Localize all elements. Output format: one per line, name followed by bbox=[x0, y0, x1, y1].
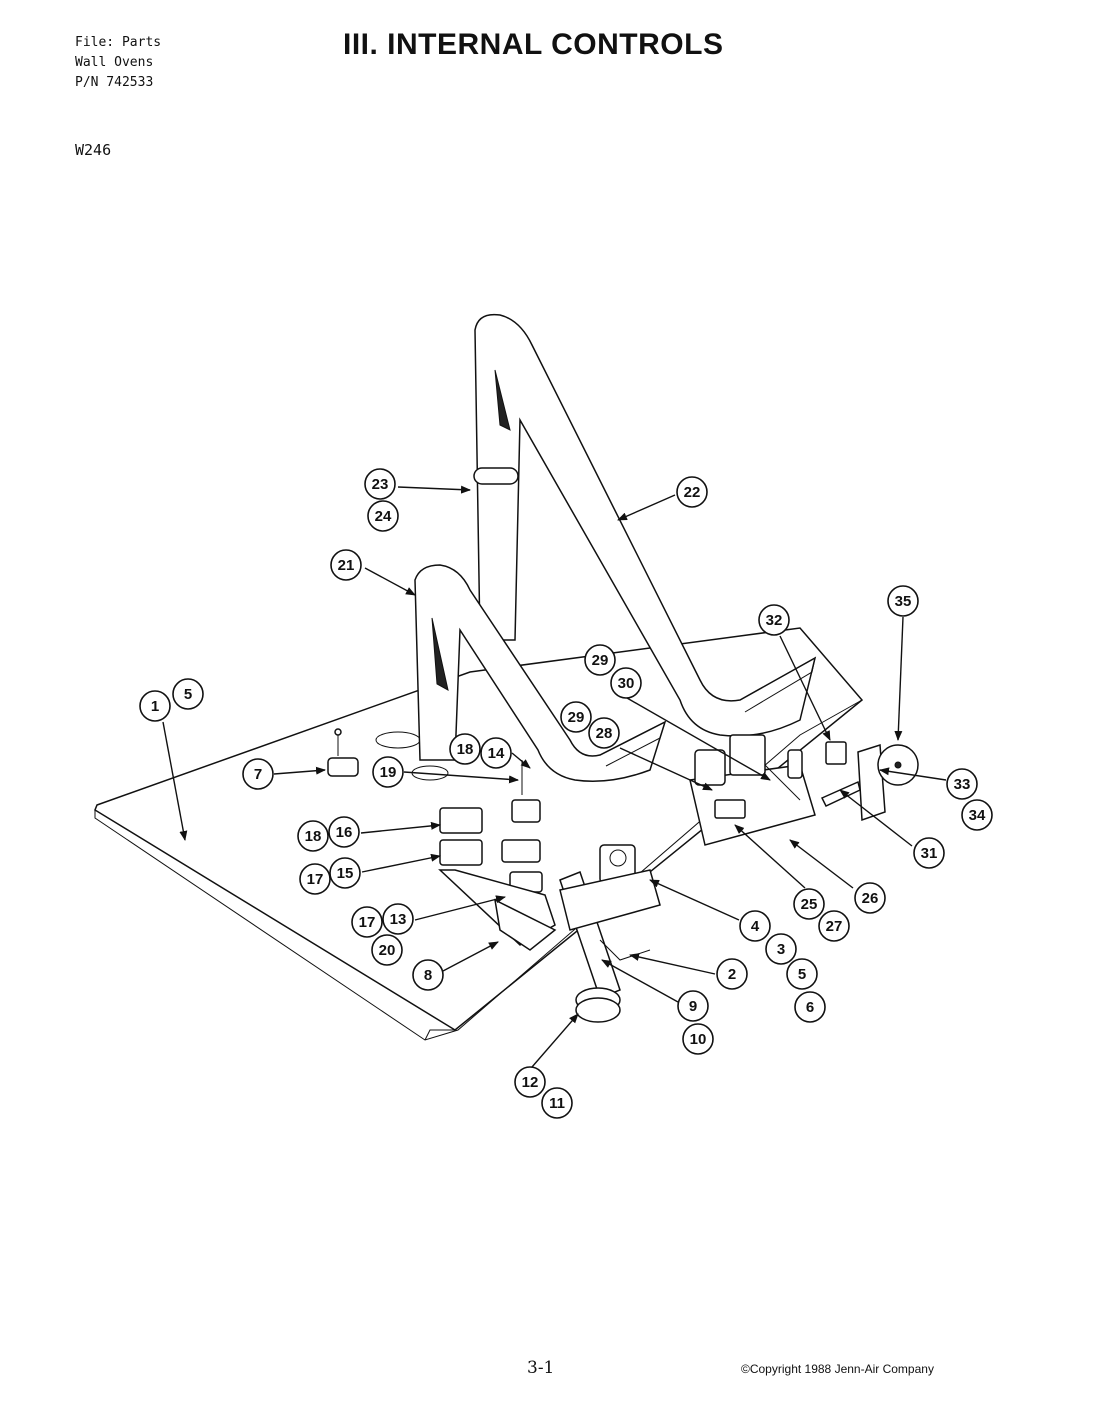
model-number: W246 bbox=[75, 141, 112, 159]
callout-label: 17 bbox=[307, 871, 324, 888]
callout-3: 3 bbox=[765, 933, 797, 965]
callout-2: 2 bbox=[716, 958, 748, 990]
callout-label: 15 bbox=[337, 865, 354, 882]
callout-5: 5 bbox=[786, 958, 818, 990]
callout-label: 14 bbox=[488, 745, 505, 762]
callout-label: 33 bbox=[954, 776, 971, 793]
callout-label: 21 bbox=[338, 557, 355, 574]
page-title: III. INTERNAL CONTROLS bbox=[343, 28, 724, 61]
callout-15: 15 bbox=[329, 857, 361, 889]
callout-label: 3 bbox=[777, 941, 785, 958]
file-line: File: Parts bbox=[75, 35, 162, 50]
callout-label: 6 bbox=[806, 999, 814, 1016]
callout-6: 6 bbox=[794, 991, 826, 1023]
callout-label: 30 bbox=[618, 675, 635, 692]
callout-29: 29 bbox=[584, 644, 616, 676]
callout-20: 20 bbox=[371, 934, 403, 966]
callout-9: 9 bbox=[677, 990, 709, 1022]
callout-13: 13 bbox=[382, 903, 414, 935]
callout-10: 10 bbox=[682, 1023, 714, 1055]
leader-lines bbox=[162, 485, 947, 1068]
callout-8: 8 bbox=[412, 959, 444, 991]
callout-18: 18 bbox=[297, 820, 329, 852]
callout-5: 5 bbox=[172, 678, 204, 710]
callout-label: 5 bbox=[184, 686, 192, 703]
callout-label: 9 bbox=[689, 998, 697, 1015]
bracket-and-disc bbox=[820, 741, 919, 822]
callout-label: 18 bbox=[457, 741, 474, 758]
callout-11: 11 bbox=[541, 1087, 573, 1119]
callout-label: 16 bbox=[336, 824, 353, 841]
callout-label: 28 bbox=[596, 725, 613, 742]
callout-label: 12 bbox=[522, 1074, 539, 1091]
callout-7: 7 bbox=[242, 758, 274, 790]
callout-label: 13 bbox=[390, 911, 407, 928]
callout-label: 5 bbox=[798, 966, 806, 983]
callout-21: 21 bbox=[330, 549, 362, 581]
callout-label: 31 bbox=[921, 845, 938, 862]
callout-label: 22 bbox=[684, 484, 701, 501]
file-line: Wall Ovens bbox=[75, 55, 154, 70]
callout-28: 28 bbox=[588, 717, 620, 749]
callout-label: 35 bbox=[895, 593, 912, 610]
callout-32: 32 bbox=[758, 604, 790, 636]
callout-label: 27 bbox=[826, 918, 843, 935]
callout-label: 7 bbox=[254, 766, 262, 783]
callout-14: 14 bbox=[480, 737, 512, 769]
callout-31: 31 bbox=[913, 837, 945, 869]
callout-29: 29 bbox=[560, 701, 592, 733]
callout-label: 20 bbox=[379, 942, 396, 959]
callout-34: 34 bbox=[961, 799, 993, 831]
page-number: 3-1 bbox=[527, 1358, 555, 1378]
callout-17: 17 bbox=[299, 863, 331, 895]
small-switch-7 bbox=[327, 728, 359, 777]
copyright-notice: ©Copyright 1988 Jenn-Air Company bbox=[741, 1362, 934, 1376]
vent-duct-upper bbox=[473, 313, 817, 737]
vent-duct-lower bbox=[414, 564, 667, 782]
callout-23: 23 bbox=[364, 468, 396, 500]
callout-30: 30 bbox=[610, 667, 642, 699]
callout-label: 29 bbox=[568, 709, 585, 726]
callout-label: 25 bbox=[801, 896, 818, 913]
callout-label: 1 bbox=[151, 698, 159, 715]
callout-label: 11 bbox=[549, 1095, 565, 1112]
callout-label: 10 bbox=[690, 1031, 707, 1048]
callout-label: 19 bbox=[380, 764, 397, 781]
callout-16: 16 bbox=[328, 816, 360, 848]
callout-label: 18 bbox=[305, 828, 322, 845]
callout-17: 17 bbox=[351, 906, 383, 938]
callout-26: 26 bbox=[854, 882, 886, 914]
callout-label: 2 bbox=[728, 966, 736, 983]
callout-label: 8 bbox=[424, 967, 432, 984]
callout-22: 22 bbox=[676, 476, 708, 508]
callout-4: 4 bbox=[739, 910, 771, 942]
file-info: File: Parts Wall Ovens P/N 742533 bbox=[75, 33, 161, 93]
callout-19: 19 bbox=[372, 756, 404, 788]
callout-33: 33 bbox=[946, 768, 978, 800]
callout-label: 23 bbox=[372, 476, 389, 493]
control-board bbox=[689, 734, 816, 846]
file-line: P/N 742533 bbox=[75, 75, 154, 90]
callout-24: 24 bbox=[367, 500, 399, 532]
callout-18: 18 bbox=[449, 733, 481, 765]
callout-12: 12 bbox=[514, 1066, 546, 1098]
callout-1: 1 bbox=[139, 690, 171, 722]
callout-25: 25 bbox=[793, 888, 825, 920]
switch-assembly bbox=[438, 760, 557, 951]
callout-label: 17 bbox=[359, 914, 376, 931]
callout-label: 24 bbox=[375, 508, 392, 525]
callout-27: 27 bbox=[818, 910, 850, 942]
callout-label: 26 bbox=[862, 890, 879, 907]
callout-label: 32 bbox=[766, 612, 783, 629]
callout-35: 35 bbox=[887, 585, 919, 617]
callout-label: 29 bbox=[592, 652, 609, 669]
callout-label: 4 bbox=[751, 918, 760, 935]
callout-label: 34 bbox=[969, 807, 986, 824]
